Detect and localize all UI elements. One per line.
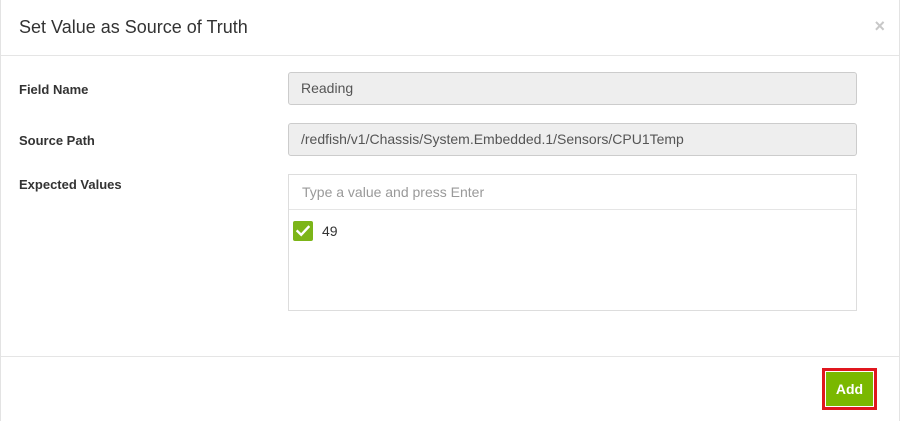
dialog-header: Set Value as Source of Truth ×: [1, 0, 899, 56]
field-name-label: Field Name: [19, 82, 89, 97]
value-text: 49: [322, 223, 338, 239]
value-checkbox[interactable]: [293, 221, 313, 241]
expected-value-input[interactable]: [289, 175, 856, 210]
field-name-input: Reading: [288, 72, 857, 105]
add-button[interactable]: Add: [826, 372, 873, 406]
close-button[interactable]: ×: [874, 16, 885, 36]
source-path-label: Source Path: [19, 133, 95, 148]
expected-values-box: 49: [288, 174, 857, 311]
dialog-title: Set Value as Source of Truth: [19, 17, 248, 37]
expected-value-item: 49: [293, 220, 338, 242]
source-path-input: /redfish/v1/Chassis/System.Embedded.1/Se…: [288, 123, 857, 156]
dialog-footer: Add: [1, 356, 899, 421]
check-icon: [296, 225, 310, 237]
add-button-highlight: Add: [822, 368, 877, 410]
expected-values-label: Expected Values: [19, 177, 122, 192]
